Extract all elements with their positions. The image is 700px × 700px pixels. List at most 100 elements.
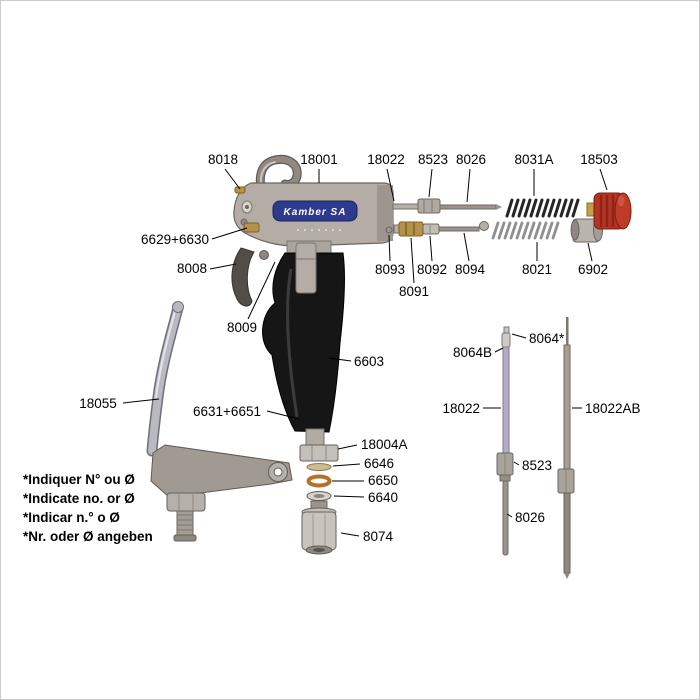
part-label-18055: 18055 bbox=[79, 396, 117, 411]
part-label-8026-right: 8026 bbox=[515, 510, 545, 525]
stem-end-cap bbox=[173, 534, 197, 542]
tube-highlight bbox=[154, 309, 177, 399]
part-label-18022AB: 18022AB bbox=[585, 401, 641, 416]
tube-hex-nut bbox=[166, 492, 206, 512]
part-label-6902: 6902 bbox=[578, 262, 608, 277]
needle-rod-18022 bbox=[392, 203, 420, 210]
part-label-8009: 8009 bbox=[227, 320, 257, 335]
stem-8094 bbox=[438, 226, 480, 232]
brand-text: Kamber SA bbox=[284, 207, 347, 218]
spring-8031A bbox=[505, 198, 580, 218]
needle-upper-shaft bbox=[563, 344, 571, 470]
part-label-8094: 8094 bbox=[455, 262, 486, 277]
needle-upper-shaft bbox=[502, 346, 510, 454]
coupling-8074 bbox=[301, 511, 337, 551]
part-labels: 8018 18001 18022 8523 8026 8031A 18503 6… bbox=[79, 152, 640, 544]
leader-18004A bbox=[337, 444, 358, 450]
leader-6640 bbox=[333, 495, 365, 498]
brass-valve-8091 bbox=[398, 221, 424, 237]
cup-opening bbox=[570, 219, 580, 241]
leader-8091 bbox=[410, 237, 415, 284]
tube-body bbox=[148, 304, 182, 455]
leader-6603 bbox=[328, 357, 352, 362]
footnote-de: *Nr. oder Ø angeben bbox=[23, 529, 153, 544]
needle-assembly-top bbox=[392, 198, 502, 214]
rod-tip bbox=[496, 204, 502, 210]
valve-stem bbox=[295, 242, 317, 294]
trigger-pivot-screw bbox=[259, 250, 269, 260]
part-label-18001: 18001 bbox=[300, 152, 338, 167]
part-label-8018: 8018 bbox=[208, 152, 238, 167]
needle-18022AB-assembly bbox=[557, 317, 575, 579]
needle-tip-cap bbox=[503, 326, 510, 334]
leader-8094 bbox=[463, 232, 470, 262]
brass-fitting-6629 bbox=[243, 222, 260, 233]
bracket-eyelet-hole bbox=[273, 467, 283, 477]
part-label-8021: 8021 bbox=[522, 262, 552, 277]
handle-grip bbox=[262, 252, 345, 433]
part-label-8026-top: 8026 bbox=[456, 152, 486, 167]
bushing-8092 bbox=[422, 223, 440, 235]
tube-top-cap bbox=[172, 301, 184, 313]
front-port-center bbox=[245, 205, 249, 209]
tip-8064 bbox=[501, 332, 511, 348]
part-label-6603: 6603 bbox=[354, 354, 384, 369]
leader-8026-right bbox=[506, 513, 513, 518]
part-label-8064B: 8064B bbox=[453, 345, 492, 360]
footnote-en: *Indicate no. or Ø bbox=[23, 491, 135, 506]
bracket-arm bbox=[150, 444, 293, 498]
part-label-6646: 6646 bbox=[364, 456, 394, 471]
leader-18503 bbox=[599, 168, 608, 191]
leader-8018 bbox=[224, 168, 241, 190]
part-label-8523-top: 8523 bbox=[418, 152, 448, 167]
seal-8093 bbox=[385, 226, 393, 234]
part-label-8523-right: 8523 bbox=[522, 458, 552, 473]
nut-18004A bbox=[299, 444, 339, 462]
leader-lines bbox=[122, 168, 608, 537]
needle-wire-tip bbox=[566, 317, 569, 345]
part-label-18022-right: 18022 bbox=[442, 401, 480, 416]
trigger bbox=[231, 247, 269, 307]
trigger-shape bbox=[231, 247, 255, 307]
ball-end bbox=[479, 221, 489, 231]
needle-lower-shaft-8026 bbox=[502, 480, 509, 556]
needle-lower-shaft bbox=[563, 492, 571, 574]
washer-6640-hole bbox=[313, 494, 325, 498]
oring-6650 bbox=[306, 474, 332, 488]
needle-point bbox=[564, 573, 570, 579]
leader-8523-right bbox=[513, 461, 520, 466]
part-label-8008: 8008 bbox=[177, 261, 207, 276]
knob-18503 bbox=[586, 192, 632, 230]
coupling-bore bbox=[313, 548, 325, 552]
leader-8064B bbox=[494, 347, 504, 353]
handle-bottom-stem bbox=[305, 428, 325, 448]
leader-8074 bbox=[340, 532, 360, 537]
footnotes-block: *Indiquer N° ou Ø *Indicate no. or Ø *In… bbox=[23, 472, 153, 544]
needle-18022-assembly bbox=[496, 326, 514, 556]
leader-6629-6630 bbox=[211, 227, 248, 240]
leader-6646 bbox=[332, 463, 361, 467]
fluid-tube-18055 bbox=[146, 301, 293, 542]
leader-6902 bbox=[587, 242, 593, 262]
handle-shape bbox=[262, 252, 345, 433]
leader-8064star bbox=[511, 333, 527, 339]
footnote-fr: *Indiquer N° ou Ø bbox=[23, 472, 135, 487]
part-label-18004A: 18004A bbox=[361, 437, 408, 452]
brand-plate-shape bbox=[272, 200, 358, 222]
collar-step bbox=[499, 474, 511, 482]
handle-highlight bbox=[286, 268, 299, 418]
part-label-6629-6630: 6629+6630 bbox=[141, 232, 209, 247]
part-label-8093: 8093 bbox=[375, 262, 405, 277]
part-label-8031A: 8031A bbox=[514, 152, 553, 167]
leader-8009 bbox=[247, 261, 276, 320]
leader-8092 bbox=[429, 235, 433, 262]
leader-8523-top bbox=[428, 168, 433, 198]
leader-18022-top bbox=[386, 168, 395, 202]
handle-bottom-stack bbox=[299, 428, 339, 555]
valve-parts-row bbox=[385, 221, 489, 237]
footnote-es: *Indicar n.° o Ø bbox=[23, 510, 120, 525]
part-label-6631-6651: 6631+6651 bbox=[193, 404, 261, 419]
leader-18055 bbox=[122, 398, 160, 404]
leader-8093 bbox=[388, 234, 391, 262]
